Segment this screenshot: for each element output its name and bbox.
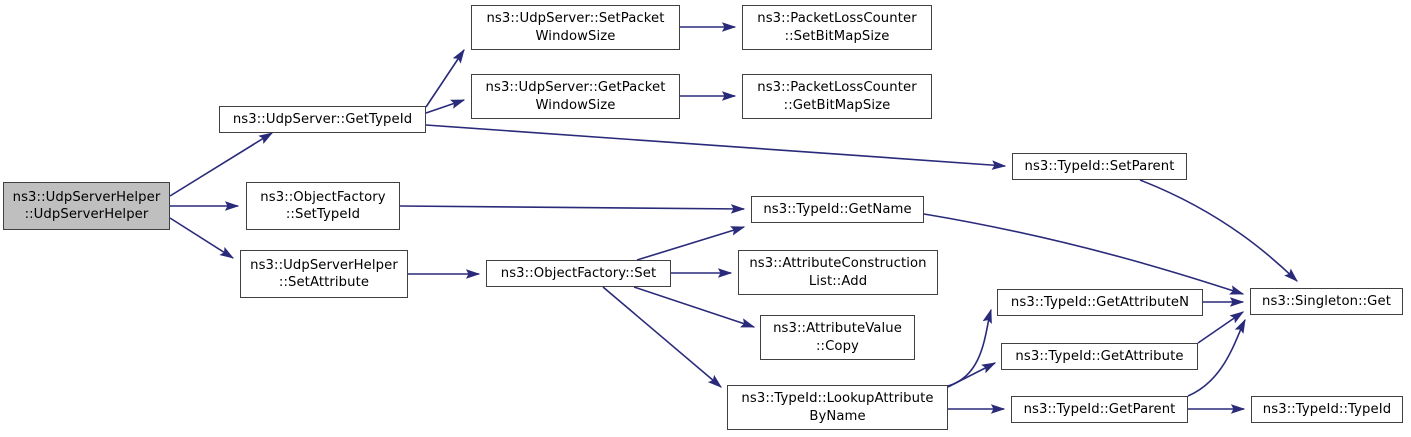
node-typeid_setparent[interactable]: ns3::TypeId::SetParent: [1012, 153, 1187, 180]
node-typeid_getname[interactable]: ns3::TypeId::GetName: [751, 196, 924, 223]
node-typeid_typeid[interactable]: ns3::TypeId::TypeId: [1251, 396, 1403, 423]
node-udpserver_gettypeid[interactable]: ns3::UdpServer::GetTypeId: [219, 106, 426, 133]
edge-typeid_getparent-to-singleton_get: [1187, 318, 1246, 397]
node-typeid_getparent[interactable]: ns3::TypeId::GetParent: [1011, 396, 1188, 423]
edge-typeid_getname-to-singleton_get: [923, 213, 1245, 295]
edge-objectfactory_set-to-lookupattributebyname: [602, 286, 722, 388]
node-typeid_getattribute[interactable]: ns3::TypeId::GetAttribute: [1001, 343, 1198, 370]
edge-objectfactory_settypeid-to-typeid_getname: [399, 204, 746, 214]
node-label: ns3::TypeId::GetAttributeN: [1010, 294, 1190, 310]
edge-objectfactory_set-to-attributevalue_copy: [633, 286, 756, 328]
edge-udpserverhelper-to-udpserver_gettypeid: [169, 132, 274, 197]
node-label: ns3::TypeId::SetParent: [1024, 158, 1175, 174]
node-udpserverhelper[interactable]: ns3::UdpServerHelper ::UdpServerHelper: [3, 182, 170, 230]
node-setpacketwindowsize[interactable]: ns3::UdpServer::SetPacket WindowSize: [471, 5, 680, 50]
edge-udpserverhelper-to-helper_setattribute: [169, 217, 235, 259]
edge-paths: [169, 22, 1298, 414]
node-label: ns3::TypeId::GetParent: [1023, 401, 1176, 417]
node-label: ns3::AttributeConstruction List::Add: [749, 256, 927, 289]
node-label: ns3::ObjectFactory::Set: [500, 265, 657, 281]
node-objectfactory_set[interactable]: ns3::ObjectFactory::Set: [486, 260, 671, 287]
node-label: ns3::UdpServerHelper ::UdpServerHelper: [12, 189, 161, 222]
node-label: ns3::AttributeValue ::Copy: [773, 321, 902, 354]
node-singleton_get[interactable]: ns3::Singleton::Get: [1250, 288, 1403, 315]
node-label: ns3::UdpServer::GetPacket WindowSize: [485, 80, 666, 113]
node-label: ns3::ObjectFactory ::SetTypeId: [260, 189, 386, 222]
node-typeid_getattributen[interactable]: ns3::TypeId::GetAttributeN: [997, 289, 1203, 316]
node-label: ns3::UdpServerHelper ::SetAttribute: [250, 257, 398, 290]
edge-lookupattributebyname-to-typeid_getattributen: [947, 308, 992, 387]
node-label: ns3::PacketLossCounter ::SetBitMapSize: [757, 11, 917, 44]
edge-typeid_setparent-to-singleton_get: [1139, 179, 1298, 282]
node-getbitmapsize[interactable]: ns3::PacketLossCounter ::GetBitMapSize: [742, 74, 932, 119]
node-label: ns3::TypeId::TypeId: [1262, 401, 1392, 417]
node-label: ns3::UdpServer::SetPacket WindowSize: [486, 11, 665, 44]
edge-typeid_getattribute-to-singleton_get: [1197, 311, 1245, 344]
node-helper_setattribute[interactable]: ns3::UdpServerHelper ::SetAttribute: [240, 250, 408, 298]
node-label: ns3::TypeId::LookupAttribute ByName: [741, 391, 934, 424]
edge-udpserver_gettypeid-to-setpacketwindowsize: [425, 48, 465, 108]
node-setbitmapsize[interactable]: ns3::PacketLossCounter ::SetBitMapSize: [742, 5, 932, 50]
node-attributevalue_copy[interactable]: ns3::AttributeValue ::Copy: [760, 315, 915, 360]
node-label: ns3::PacketLossCounter ::GetBitMapSize: [757, 80, 917, 113]
edge-udpserver_gettypeid-to-getpacketwindowsize: [425, 99, 466, 114]
node-getpacketwindowsize[interactable]: ns3::UdpServer::GetPacket WindowSize: [471, 74, 680, 119]
node-lookupattributebyname[interactable]: ns3::TypeId::LookupAttribute ByName: [727, 385, 948, 430]
node-objectfactory_settypeid[interactable]: ns3::ObjectFactory ::SetTypeId: [246, 182, 400, 230]
node-aclist_add[interactable]: ns3::AttributeConstruction List::Add: [738, 250, 938, 295]
edge-lookupattributebyname-to-typeid_getattribute: [947, 362, 997, 388]
edge-objectfactory_set-to-typeid_getname: [636, 226, 746, 261]
node-label: ns3::UdpServer::GetTypeId: [232, 111, 413, 127]
node-label: ns3::TypeId::GetAttribute: [1015, 348, 1184, 364]
node-label: ns3::Singleton::Get: [1262, 293, 1391, 309]
node-label: ns3::TypeId::GetName: [763, 201, 912, 217]
edge-udpserver_gettypeid-to-typeid_setparent: [425, 124, 1007, 170]
